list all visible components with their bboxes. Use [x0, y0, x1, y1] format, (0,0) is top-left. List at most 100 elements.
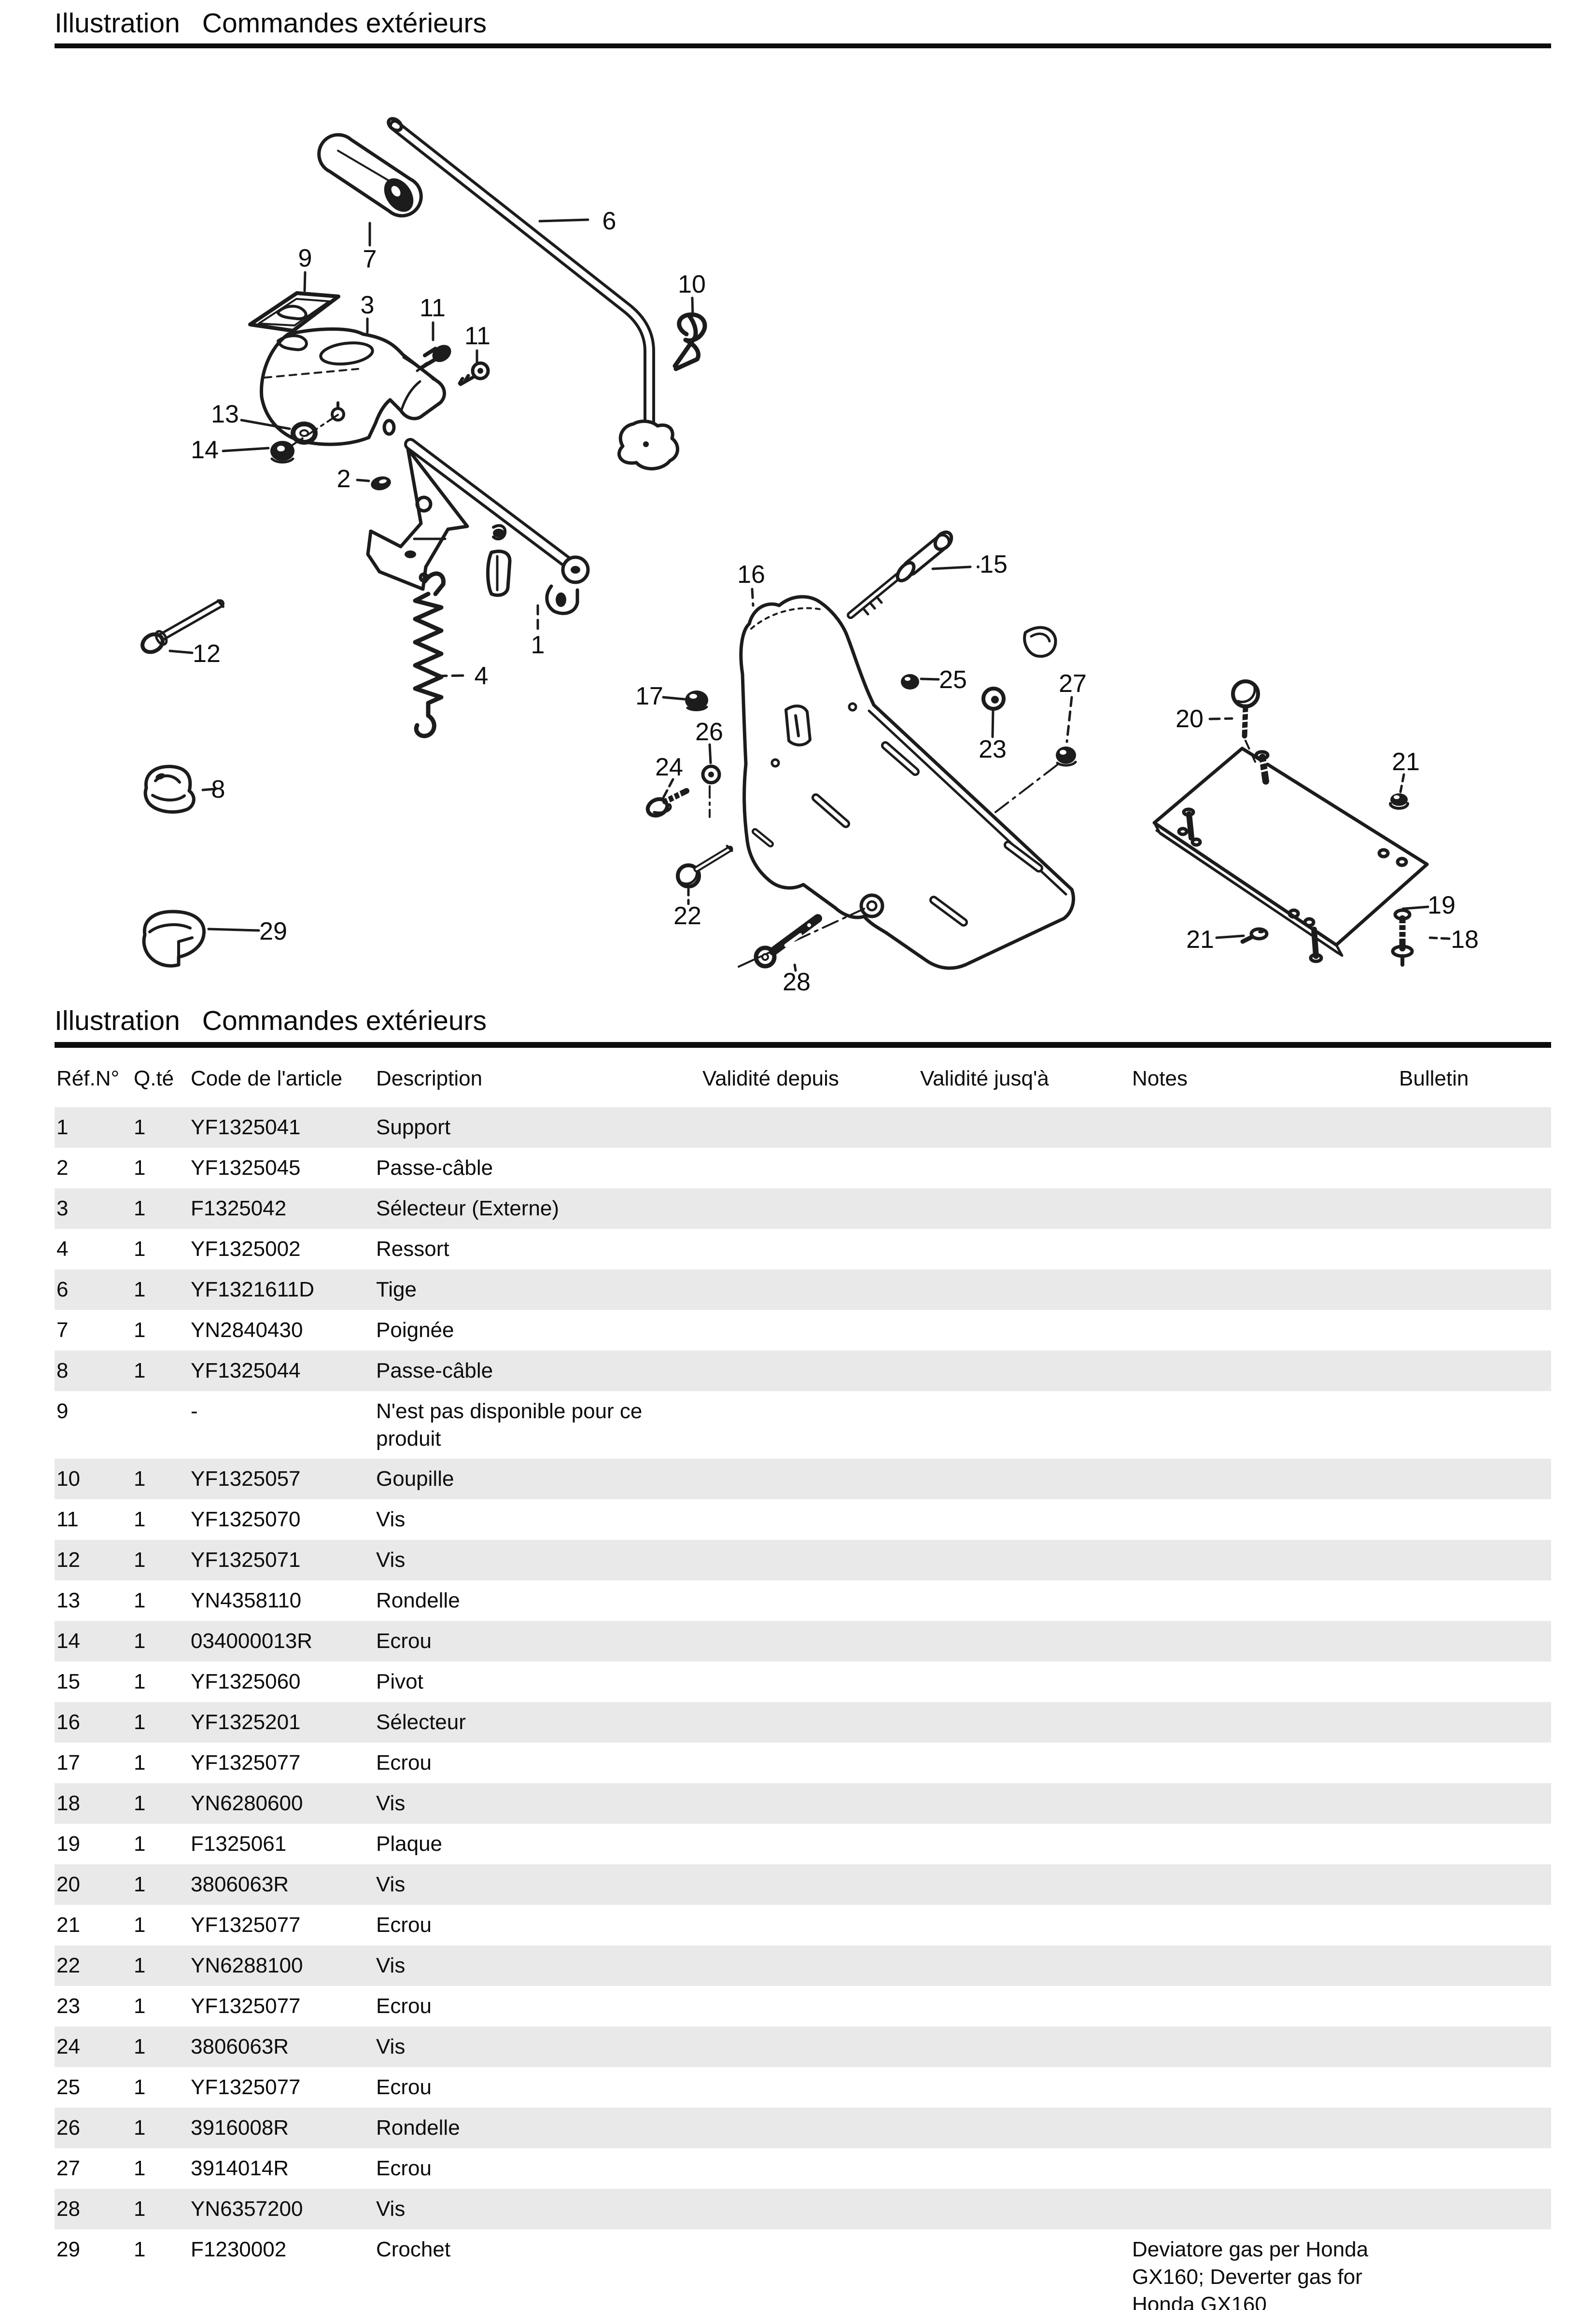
- cell-code: -: [191, 1399, 198, 1423]
- axis-13-14: [275, 414, 339, 457]
- cell-qty: 1: [134, 2035, 146, 2058]
- column-header: Description: [376, 1067, 483, 1090]
- cell-ref: 4: [56, 1237, 69, 1261]
- leader-lines: [168, 218, 1451, 972]
- cell-ref: 17: [56, 1751, 80, 1775]
- cell-ref: 7: [56, 1318, 69, 1342]
- page-title-label: Illustration: [55, 8, 180, 39]
- cell-desc: Rondelle: [376, 1589, 460, 1612]
- cell-ref: 2: [56, 1156, 69, 1180]
- callout-20: 20: [1176, 705, 1204, 733]
- callout-16: 16: [737, 561, 765, 589]
- callout-22: 22: [673, 902, 701, 930]
- cell-code: YF1325201: [191, 1710, 301, 1734]
- callout-11: 11: [464, 322, 490, 350]
- callout-10: 10: [678, 270, 706, 298]
- part-washer-26: [701, 764, 721, 785]
- callout-12: 12: [193, 640, 221, 668]
- cell-desc: Passe-câble: [376, 1156, 493, 1180]
- cell-qty: 1: [134, 2116, 146, 2140]
- part-nut-14: [270, 441, 294, 464]
- cell-desc: Vis: [376, 1507, 406, 1531]
- page-title-section: Commandes extérieurs: [202, 8, 487, 39]
- cell-code: YF1325077: [191, 1751, 301, 1775]
- callout-8: 8: [211, 775, 225, 803]
- cell-code: YF1325077: [191, 1913, 301, 1937]
- cell-qty: 1: [134, 1954, 146, 1977]
- cell-ref: 16: [56, 1710, 80, 1734]
- cell-desc: Ecrou: [376, 1629, 432, 1653]
- cell-ref: 15: [56, 1670, 80, 1693]
- cell-code: YF1325060: [191, 1670, 301, 1693]
- cell-code: YF1325077: [191, 1994, 301, 2018]
- cell-ref: 28: [56, 2197, 80, 2221]
- cell-code: YN4358110: [191, 1589, 302, 1612]
- part-nut-27: [1056, 747, 1077, 767]
- cell-code: 3806063R: [191, 2035, 289, 2058]
- column-header: Q.té: [134, 1067, 174, 1090]
- page-title: Illustration Commandes extérieurs: [55, 7, 1596, 40]
- cell-code: 3916008R: [191, 2116, 289, 2140]
- cell-code: 3806063R: [191, 1873, 289, 1896]
- cell-desc: Plaque: [376, 1832, 443, 1856]
- part-plate-19: [1152, 747, 1429, 963]
- cell-code: F1325061: [191, 1832, 287, 1856]
- cell-ref: 9: [56, 1399, 69, 1423]
- cell-ref: 1: [56, 1115, 69, 1139]
- section-title-label: Illustration: [55, 1005, 180, 1036]
- cell-code: 3914014R: [191, 2156, 289, 2180]
- column-header: Validité depuis: [702, 1067, 839, 1090]
- construction-lines: [709, 764, 1058, 818]
- part-bolt-22: [676, 845, 733, 888]
- callout-25: 25: [939, 666, 967, 694]
- cell-qty: 1: [134, 1548, 146, 1572]
- cell-ref: 25: [56, 2075, 80, 2099]
- part-washer-13: [291, 422, 318, 445]
- part-nut-21a: [1389, 793, 1409, 810]
- callout-19: 19: [1428, 891, 1456, 919]
- cell-notes: Deviatore gas per Honda GX160; Deverter …: [1132, 2238, 1369, 2310]
- part-bolt-18: [1391, 908, 1414, 967]
- column-header: Réf.N°: [56, 1067, 120, 1090]
- callout-18: 18: [1451, 926, 1479, 954]
- cell-qty: 1: [134, 2197, 146, 2221]
- callout-15: 15: [980, 550, 1008, 578]
- column-header: Code de l'article: [191, 1067, 343, 1090]
- cell-ref: 27: [56, 2156, 80, 2180]
- cell-qty: 1: [134, 2156, 146, 2180]
- cell-code: YF1325077: [191, 2075, 301, 2099]
- cell-ref: 10: [56, 1467, 80, 1491]
- cell-qty: 1: [134, 1507, 146, 1531]
- cell-code: F1230002: [191, 2238, 287, 2261]
- cell-desc: Vis: [376, 1954, 406, 1977]
- cell-ref: 26: [56, 2116, 80, 2140]
- cell-ref: 22: [56, 1954, 80, 1977]
- cell-qty: 1: [134, 1237, 146, 1261]
- cell-qty: 1: [134, 1913, 146, 1937]
- cell-code: 034000013R: [191, 1629, 313, 1653]
- cell-desc: Rondelle: [376, 2116, 460, 2140]
- part-hook-29: [142, 910, 206, 968]
- part-selector-16: [739, 595, 1075, 970]
- cell-desc: Ecrou: [376, 2156, 432, 2180]
- callout-1: 1: [531, 631, 545, 659]
- cell-qty: 1: [134, 1751, 146, 1775]
- part-grommet-2: [371, 476, 391, 491]
- part-screw-11b: [458, 361, 490, 386]
- cell-desc: Poignée: [376, 1318, 454, 1342]
